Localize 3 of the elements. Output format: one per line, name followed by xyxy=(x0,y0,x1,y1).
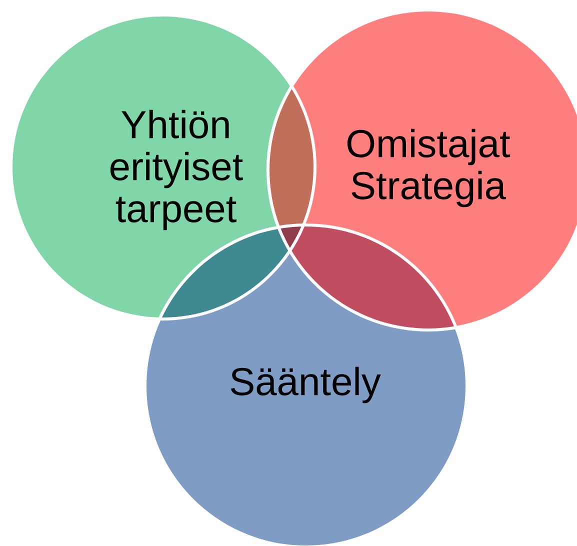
circle-label: Yhtiön erityiset tarpeet xyxy=(110,110,243,230)
circle-label: Sääntely xyxy=(230,366,381,404)
circle-label: Omistajat Strategia xyxy=(348,128,510,208)
